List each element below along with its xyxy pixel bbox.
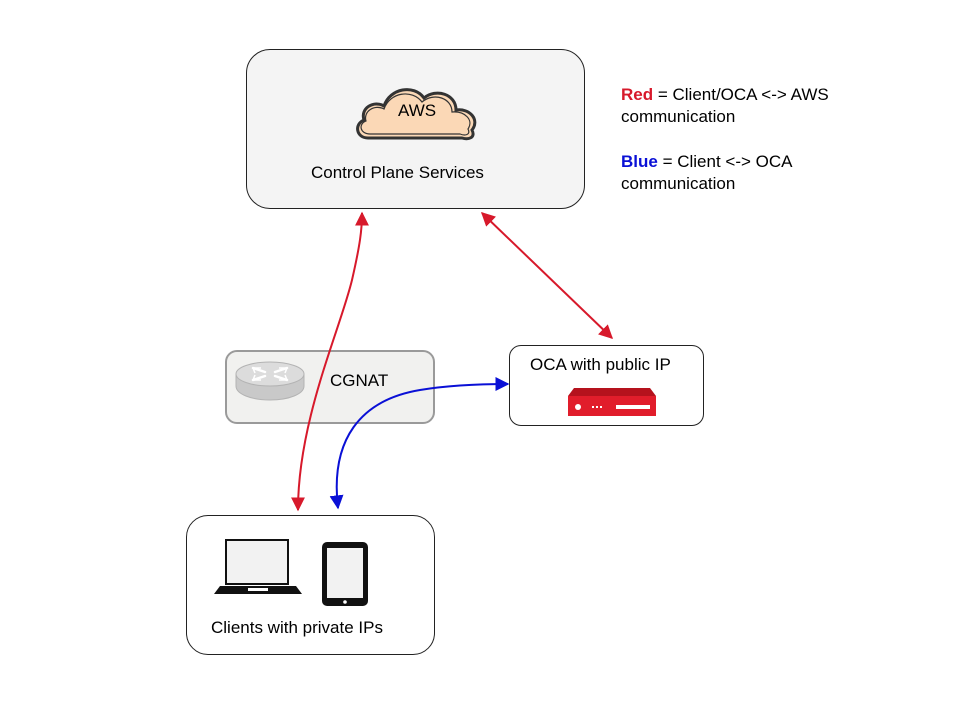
edge-oca-to-control-plane xyxy=(480,212,614,339)
legend-blue: Blue = Client <-> OCA communication xyxy=(621,151,881,195)
legend-blue-key: Blue xyxy=(621,152,658,171)
legend-blue-text: = Client <-> OCA communication xyxy=(621,152,792,193)
edge-clients-to-control-plane xyxy=(291,211,369,512)
oca-label: OCA with public IP xyxy=(530,355,671,374)
router-icon xyxy=(235,361,305,401)
edge-clients-to-oca xyxy=(329,377,510,510)
legend-red-key: Red xyxy=(621,85,654,104)
aws-label: AWS xyxy=(398,101,437,120)
legend-red: Red = Client/OCA <-> AWS communication xyxy=(621,84,881,128)
control-plane-label: Control Plane Services xyxy=(311,163,484,182)
aws-cloud-icon xyxy=(356,88,477,141)
tablet-icon xyxy=(322,542,368,606)
legend-red-text: = Client/OCA <-> AWS communication xyxy=(621,85,829,126)
clients-label: Clients with private IPs xyxy=(211,618,383,637)
server-appliance-icon xyxy=(568,388,656,416)
laptop-icon xyxy=(214,539,302,594)
